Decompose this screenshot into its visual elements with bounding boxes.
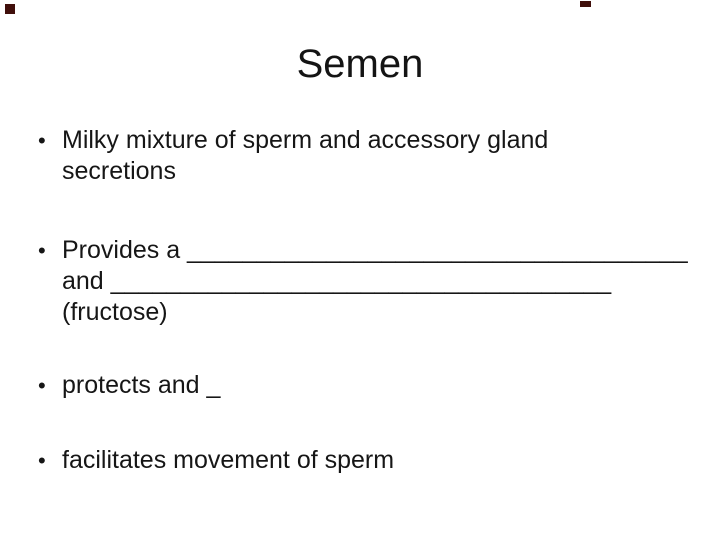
bullet-icon: •	[38, 128, 46, 153]
bullet-item-milky-mixture: • Milky mixture of sperm and accessory g…	[38, 125, 704, 187]
bullet-text: Milky mixture of sperm and accessory gla…	[62, 125, 704, 187]
bullet-line: Milky mixture of sperm and accessory gla…	[62, 126, 549, 154]
bullet-text: protects and _	[62, 370, 704, 401]
bullet-icon: •	[38, 373, 46, 398]
bullet-line-with-blank: and ____________________________________	[62, 267, 612, 295]
bullet-item-provides-blank: • Provides a ___________________________…	[38, 235, 704, 328]
bullet-text: facilitates movement of sperm	[62, 445, 704, 476]
artifact-mark-top-left	[5, 4, 15, 14]
bullet-line: secretions	[62, 157, 176, 185]
slide-title: Semen	[296, 42, 424, 86]
bullet-line-with-blank: protects and _	[62, 371, 221, 399]
artifact-mark-top-right	[580, 1, 591, 7]
bullet-text: Provides a _____________________________…	[62, 235, 704, 328]
bullet-line-with-blank: Provides a _____________________________…	[62, 236, 688, 264]
bullet-item-protects: • protects and _	[38, 370, 704, 401]
bullet-line: (fructose)	[62, 298, 168, 326]
bullet-icon: •	[38, 448, 46, 473]
bullet-icon: •	[38, 238, 46, 263]
bullet-line: facilitates movement of sperm	[62, 446, 395, 474]
bullet-item-facilitates: • facilitates movement of sperm	[38, 445, 704, 476]
